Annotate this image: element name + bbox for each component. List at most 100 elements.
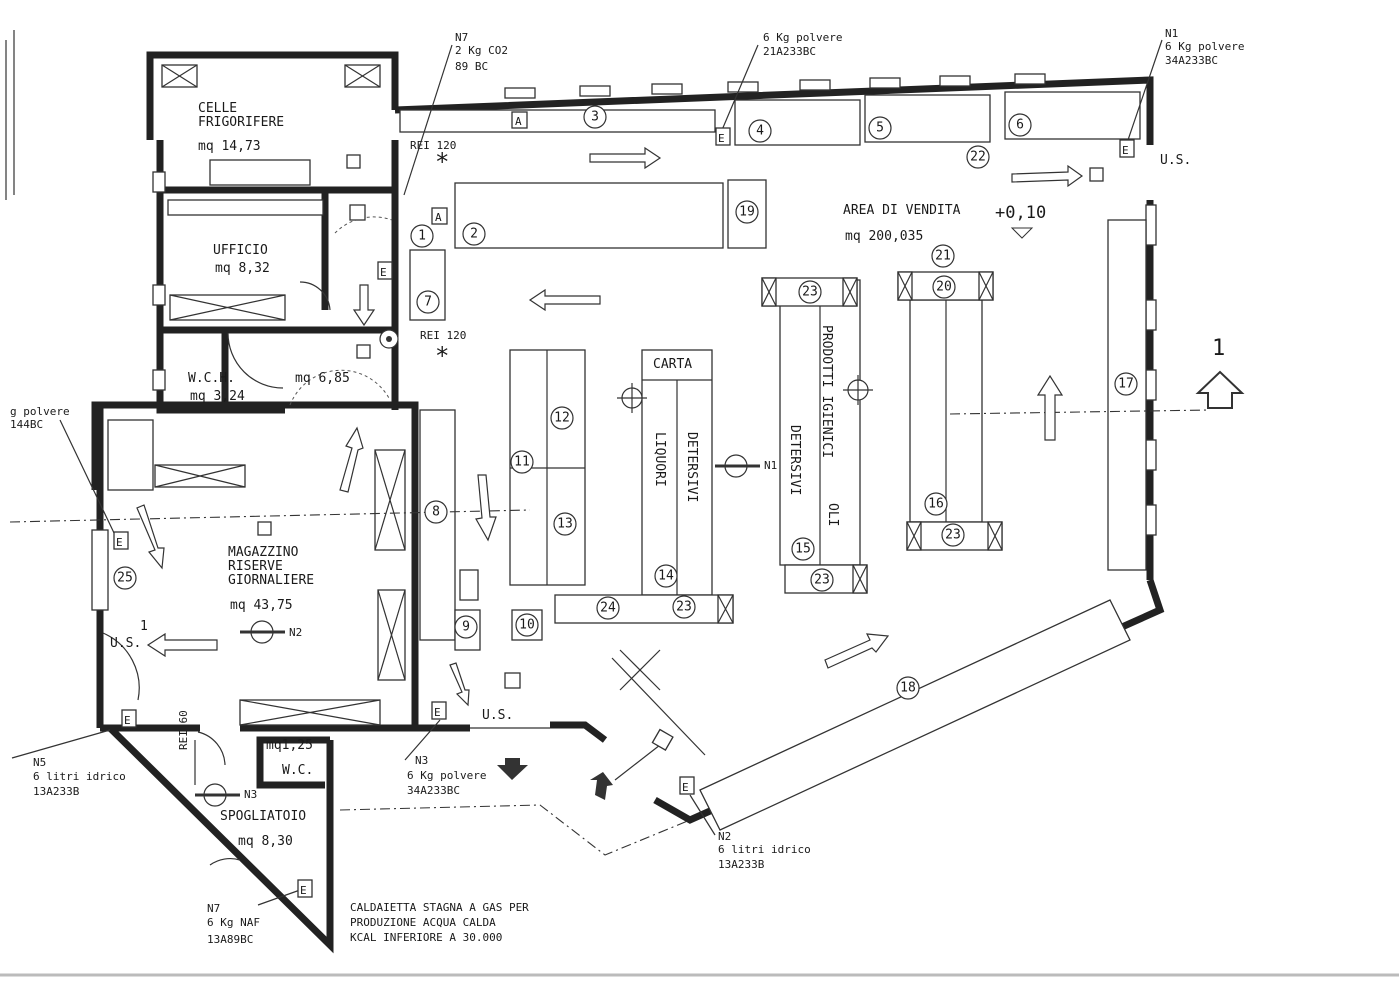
ext-n7-bottom-class: 13A89BC xyxy=(207,933,253,946)
section-number-left: 1 xyxy=(140,619,148,634)
room-celle-line1: CELLE xyxy=(198,101,237,116)
room-spogliatoio-area: mq 8,30 xyxy=(238,834,293,849)
item-circle xyxy=(553,512,577,536)
room-wch-area: mq 3,24 xyxy=(190,389,245,404)
item-circle xyxy=(550,406,574,430)
caldaia-line2: PRODUZIONE ACQUA CALDA xyxy=(350,916,496,929)
item-number: 7 xyxy=(424,295,432,310)
item-circle xyxy=(896,676,920,700)
item-number: 9 xyxy=(462,620,470,635)
tag-e-left-bottom: E xyxy=(124,714,131,727)
room-celle-area: mq 14,73 xyxy=(198,139,261,154)
item-number: 18 xyxy=(900,681,916,696)
item-circle xyxy=(791,537,815,561)
point-markers: N1 N2 N3 xyxy=(244,459,777,801)
elevation-marker xyxy=(1010,227,1034,239)
ext-n7-top-type: 2 Kg CO2 xyxy=(455,44,508,57)
item-number: 5 xyxy=(876,121,884,136)
item-number: 21 xyxy=(935,249,951,264)
ext-n2-id: N2 xyxy=(718,830,731,843)
tag-e-right: E xyxy=(1122,144,1129,157)
ext-top-mid-class: 21A233BC xyxy=(763,45,816,58)
us-left-label: U.S. xyxy=(110,636,141,651)
extinguisher-notes: N7 2 Kg CO2 89 BC 6 Kg polvere 21A233BC … xyxy=(10,27,1244,946)
item-circle xyxy=(515,613,539,637)
tag-boxes: E E E E E E E E A A xyxy=(113,111,1135,898)
item-circle xyxy=(113,566,137,590)
item-circle xyxy=(1114,372,1138,396)
item-circle xyxy=(672,595,696,619)
us-right-label: U.S. xyxy=(1160,153,1191,168)
ext-left-class: 144BC xyxy=(10,418,43,431)
item-circle xyxy=(424,500,448,524)
item-circle xyxy=(966,145,990,169)
shelf-prodotti-igienici: PRODOTTI IGIENICI xyxy=(819,325,834,458)
item-number: 19 xyxy=(739,205,755,220)
room-wc-area: mq1,25 xyxy=(266,738,313,753)
item-number: 23 xyxy=(814,573,830,588)
ext-n5-class: 13A233B xyxy=(33,785,80,798)
item-circle xyxy=(454,615,478,639)
item-circle xyxy=(924,492,948,516)
item-circle xyxy=(416,290,440,314)
room-magazzino-line3: GIORNALIERE xyxy=(228,573,314,588)
item-number: 23 xyxy=(945,528,961,543)
shelving xyxy=(107,64,1147,831)
item-number: 25 xyxy=(117,571,133,586)
item-circle xyxy=(735,200,759,224)
ext-n5-type: 6 litri idrico xyxy=(33,770,126,783)
item-circle xyxy=(654,564,678,588)
ext-n3-class: 34A233BC xyxy=(407,784,460,797)
marker-n2: N2 xyxy=(289,626,302,639)
windows xyxy=(91,73,1157,611)
item-number: 10 xyxy=(519,618,535,633)
caldaia-line1: CALDAIETTA STAGNA A GAS PER xyxy=(350,901,529,914)
section-lines xyxy=(9,409,1211,856)
asterisk-icon: * xyxy=(435,148,449,176)
item-number: 17 xyxy=(1118,377,1134,392)
ext-n2-type: 6 litri idrico xyxy=(718,843,811,856)
tag-e-ufficio: E xyxy=(380,266,387,279)
us-bottom-label: U.S. xyxy=(482,708,513,723)
item-number: 24 xyxy=(600,601,616,616)
item-number: 8 xyxy=(432,505,440,520)
item-number: 22 xyxy=(970,150,986,165)
item-circle xyxy=(941,523,965,547)
ext-n3-id: N3 xyxy=(415,754,428,767)
item-number: 16 xyxy=(928,497,944,512)
ext-n2-class: 13A233B xyxy=(718,858,765,871)
item-number: 3 xyxy=(591,110,599,125)
rei-60: REI 60 xyxy=(177,710,190,750)
tag-e-bottom: E xyxy=(434,706,441,719)
ext-top-mid-type: 6 Kg polvere xyxy=(763,31,842,44)
item-circle xyxy=(410,224,434,248)
shelf-detersivi-a: DETERSIVI xyxy=(684,432,699,502)
room-vendita-area: mq 200,035 xyxy=(845,229,923,244)
ext-n7-top-class: 89 BC xyxy=(455,60,488,73)
tag-e-top: E xyxy=(718,132,725,145)
flow-arrows xyxy=(136,146,1245,800)
item-circle xyxy=(810,568,834,592)
room-spogliatoio-name: SPOGLIATOIO xyxy=(220,809,306,824)
rei-120-mid: REI 120 xyxy=(420,329,466,342)
item-circle xyxy=(596,596,620,620)
elevation-label: +0,10 xyxy=(995,203,1046,223)
item-circle xyxy=(1008,113,1032,137)
shelf-detersivi-b: DETERSIVI xyxy=(787,425,802,495)
item-number: 23 xyxy=(676,600,692,615)
ext-n1-top-type: 6 Kg polvere xyxy=(1165,40,1244,53)
item-number: 2 xyxy=(470,227,478,242)
room-wch-name: W.C.H. xyxy=(188,371,235,386)
item-circle xyxy=(510,450,534,474)
ext-n3-type: 6 Kg polvere xyxy=(407,769,486,782)
ext-n5-id: N5 xyxy=(33,756,46,769)
room-celle-line2: FRIGORIFERE xyxy=(198,115,284,130)
tag-e-n2: E xyxy=(682,781,689,794)
item-circle xyxy=(583,105,607,129)
item-circle xyxy=(748,119,772,143)
ext-left-type: g polvere xyxy=(10,405,70,418)
item-number: 23 xyxy=(802,285,818,300)
tag-e-spogliatoio: E xyxy=(300,884,307,897)
